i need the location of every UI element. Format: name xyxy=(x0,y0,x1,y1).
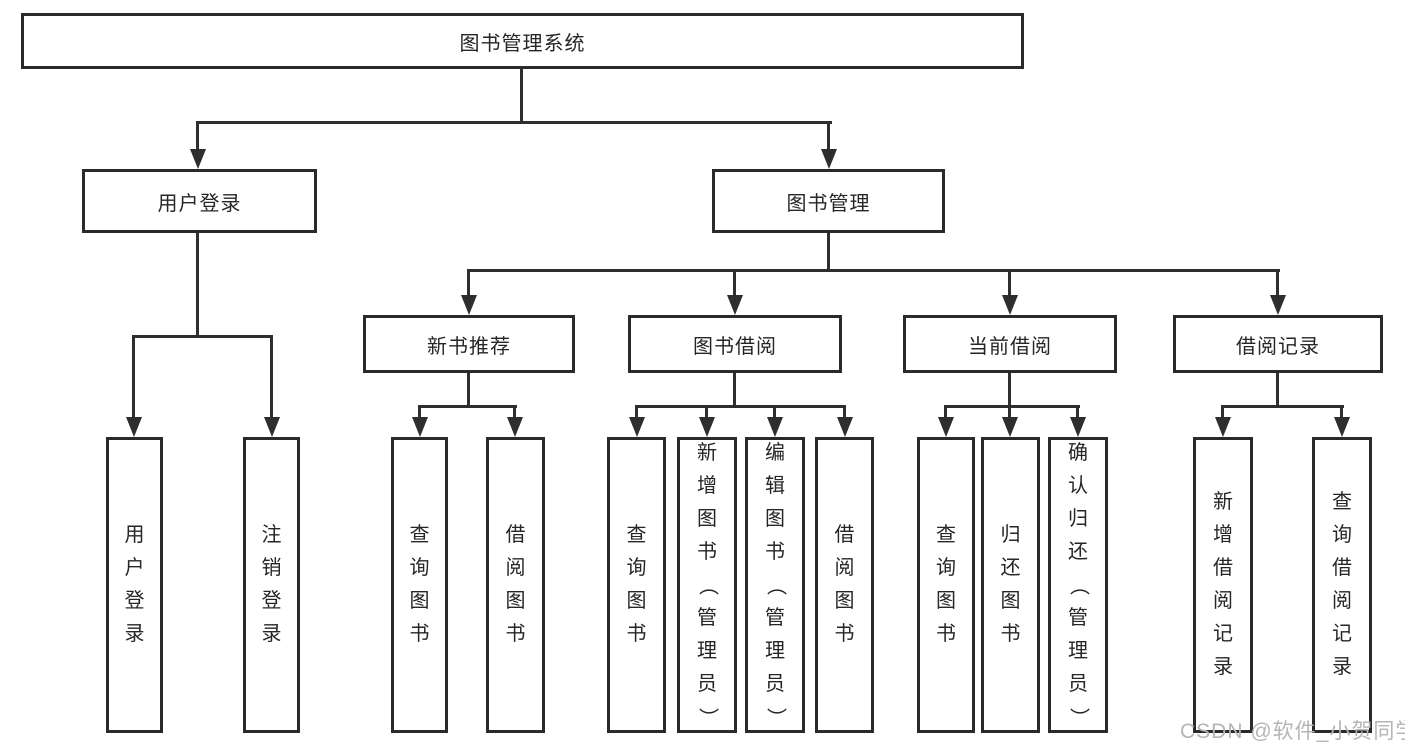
node-label: 归还图书 xyxy=(1000,524,1021,645)
arrow-down-icon xyxy=(821,149,837,169)
node-label: 注销登录 xyxy=(261,524,282,645)
node-new-book-recommend: 新书推荐 xyxy=(363,315,575,373)
connector-drop-leaf xyxy=(1076,405,1079,419)
connector-drop-level3 xyxy=(1008,269,1011,297)
node-label: 用户登录 xyxy=(124,524,145,645)
arrow-down-icon xyxy=(727,295,743,315)
node-borrowing-records: 借阅记录 xyxy=(1173,315,1383,373)
leaf-logout: 注销登录 xyxy=(243,437,300,733)
arrow-down-icon xyxy=(190,149,206,169)
node-user-login-group: 用户登录 xyxy=(82,169,317,233)
connector-drop-level3 xyxy=(1276,269,1279,297)
connector-rail xyxy=(635,405,846,408)
connector-drop-leaf xyxy=(1008,405,1011,419)
connector-stem xyxy=(1276,373,1279,408)
arrow-down-icon xyxy=(461,295,477,315)
connector-drop-leaf xyxy=(944,405,947,419)
leaf-borrow-books-2: 借阅图书 xyxy=(815,437,874,733)
node-label: 图书借阅 xyxy=(693,335,777,358)
arrow-down-icon xyxy=(1002,295,1018,315)
node-label: 图书管理系统 xyxy=(459,32,586,55)
leaf-borrow-books-1: 借阅图书 xyxy=(486,437,545,733)
connector-drop-book-mgmt xyxy=(827,121,830,152)
node-label: 借阅记录 xyxy=(1236,335,1320,358)
arrow-down-icon xyxy=(699,417,715,437)
connector-drop-leaf xyxy=(513,405,516,419)
node-book-borrowing: 图书借阅 xyxy=(628,315,842,373)
node-book-management: 图书管理 xyxy=(712,169,945,233)
arrow-down-icon xyxy=(1070,417,1086,437)
leaf-query-books-1: 查询图书 xyxy=(391,437,448,733)
connector-drop-leaf xyxy=(705,405,708,419)
node-label: 用户登录 xyxy=(157,192,242,215)
arrow-down-icon xyxy=(1334,417,1350,437)
connector-drop-leaf xyxy=(1340,405,1343,419)
node-label: 查询图书 xyxy=(936,524,956,645)
node-label: 借阅图书 xyxy=(505,524,526,645)
arrow-down-icon xyxy=(938,417,954,437)
node-label: 确认归还（管理员） xyxy=(1067,441,1090,728)
connector-stem xyxy=(733,373,736,408)
leaf-add-borrow-record: 新增借阅记录 xyxy=(1193,437,1253,733)
leaf-query-borrow-record: 查询借阅记录 xyxy=(1312,437,1372,733)
arrow-down-icon xyxy=(412,417,428,437)
node-label: 编辑图书（管理员） xyxy=(764,441,787,728)
node-label: 查询借阅记录 xyxy=(1332,491,1352,678)
node-label: 查询图书 xyxy=(626,524,647,645)
leaf-confirm-return-admin: 确认归还（管理员） xyxy=(1048,437,1108,733)
arrow-down-icon xyxy=(1215,417,1231,437)
node-label: 查询图书 xyxy=(409,524,430,645)
leaf-return-books: 归还图书 xyxy=(981,437,1040,733)
node-label: 新增借阅记录 xyxy=(1213,491,1233,678)
connector-root-stem xyxy=(520,67,523,124)
connector-rail xyxy=(944,405,1080,408)
connector-stem xyxy=(1008,373,1011,408)
arrow-down-icon xyxy=(507,417,523,437)
leaf-query-books-3: 查询图书 xyxy=(917,437,975,733)
node-root-library-system: 图书管理系统 xyxy=(21,13,1024,69)
connector-userlogin-rail xyxy=(132,335,273,338)
connector-stem xyxy=(467,373,470,408)
connector-userlogin-stem xyxy=(196,233,199,338)
leaf-edit-books-admin: 编辑图书（管理员） xyxy=(745,437,805,733)
arrow-down-icon xyxy=(1270,295,1286,315)
connector-rail xyxy=(418,405,517,408)
connector-drop-leaf xyxy=(843,405,846,419)
arrow-down-icon xyxy=(1002,417,1018,437)
connector-rail xyxy=(1221,405,1344,408)
connector-drop-level3 xyxy=(467,269,470,297)
node-label: 图书管理 xyxy=(786,192,871,215)
arrow-down-icon xyxy=(629,417,645,437)
connector-drop-leaf xyxy=(270,335,273,419)
arrow-down-icon xyxy=(837,417,853,437)
node-label: 新增图书（管理员） xyxy=(696,441,719,728)
node-label: 借阅图书 xyxy=(834,524,855,645)
connector-drop-leaf xyxy=(773,405,776,419)
connector-level3-rail xyxy=(467,269,1280,272)
csdn-watermark: CSDN @软件_小贺同学 xyxy=(1180,720,1405,743)
connector-drop-leaf xyxy=(418,405,421,419)
node-label: 当前借阅 xyxy=(968,335,1052,358)
leaf-query-books-2: 查询图书 xyxy=(607,437,666,733)
connector-drop-level3 xyxy=(733,269,736,297)
leaf-user-login: 用户登录 xyxy=(106,437,163,733)
node-current-borrowing: 当前借阅 xyxy=(903,315,1117,373)
connector-drop-leaf xyxy=(132,335,135,419)
arrow-down-icon xyxy=(767,417,783,437)
connector-drop-user-login xyxy=(196,121,199,152)
arrow-down-icon xyxy=(264,417,280,437)
connector-level2-rail xyxy=(196,121,832,124)
node-label: 新书推荐 xyxy=(427,335,511,358)
connector-bookmgmt-stem xyxy=(827,233,830,272)
arrow-down-icon xyxy=(126,417,142,437)
connector-drop-leaf xyxy=(635,405,638,419)
connector-drop-leaf xyxy=(1221,405,1224,419)
leaf-add-books-admin: 新增图书（管理员） xyxy=(677,437,737,733)
